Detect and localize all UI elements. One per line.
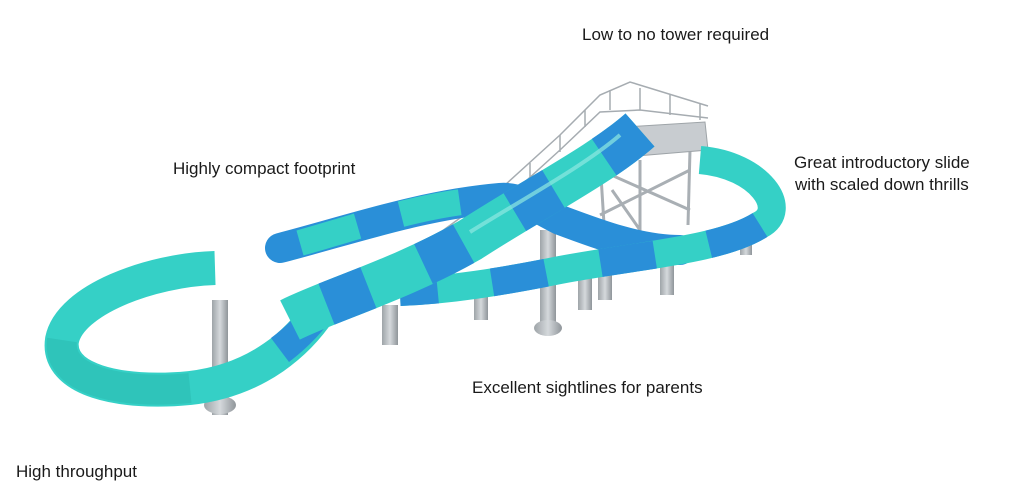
- callout-throughput: High throughput: [16, 462, 137, 481]
- callout-sightlines: Excellent sightlines for parents: [472, 378, 703, 397]
- callout-footprint: Highly compact footprint: [173, 159, 356, 178]
- callout-intro-line2: with scaled down thrills: [794, 175, 969, 194]
- callout-tower: Low to no tower required: [582, 25, 770, 44]
- callout-introductory: Great introductory slide with scaled dow…: [794, 152, 970, 196]
- callout-intro-line1: Great introductory slide: [794, 153, 970, 172]
- slide-right-loop: [399, 146, 786, 306]
